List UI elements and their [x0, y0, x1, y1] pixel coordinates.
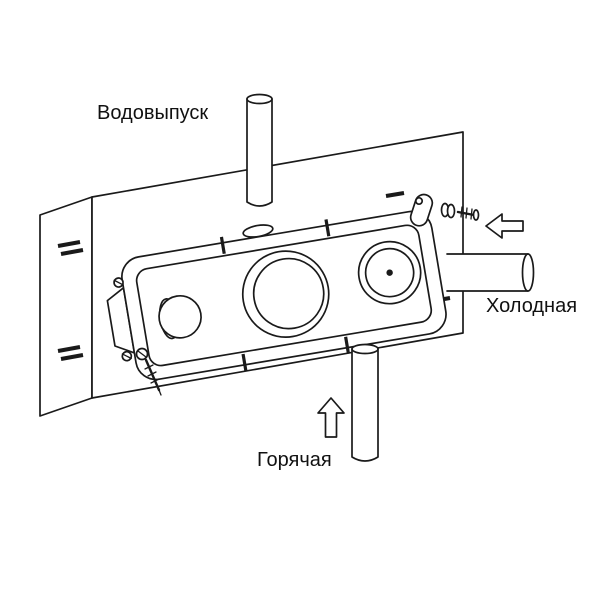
cap-screw-slot: [121, 353, 132, 360]
cold-pipe-cap: [521, 253, 535, 292]
cap-screw-slot: [113, 279, 124, 286]
valve-body: [106, 210, 447, 381]
mounting-bracket: [409, 193, 480, 227]
bracket-pivot: [414, 196, 424, 206]
body-inner-rim: [135, 224, 433, 367]
body-clip: [344, 336, 351, 354]
body-clip: [219, 236, 226, 254]
fixing-screw-icon: [135, 347, 162, 396]
screw-tip: [158, 389, 162, 396]
hot-pipe-cap: [351, 343, 379, 355]
plate-slot: [57, 240, 81, 248]
screw-head-slot: [137, 350, 147, 358]
cold-pipe-fill: [447, 254, 528, 291]
screw-head: [472, 209, 480, 221]
outlet-pipe: [246, 93, 273, 207]
screw-icon: [456, 206, 480, 221]
screw-shaft: [144, 358, 161, 392]
center-knob: [241, 250, 330, 338]
body-clip: [241, 353, 248, 372]
hot-pipe-body: [351, 348, 379, 462]
right-knob-center-dot: [386, 269, 393, 276]
label-outlet: Водовыпуск: [97, 102, 208, 124]
screw-thread: [147, 371, 157, 377]
washer-icon: [446, 203, 456, 219]
up-arrow-icon: [317, 397, 345, 438]
label-cold: Холодная: [486, 295, 577, 317]
cold-pipe: [446, 253, 535, 292]
screw-thread: [465, 207, 468, 219]
screw-thread: [460, 206, 463, 218]
label-hot: Горячая: [257, 449, 332, 471]
screw-thread: [470, 208, 473, 220]
plate-slot: [60, 353, 84, 361]
left-knob: [158, 295, 202, 339]
hot-pipe: [351, 343, 379, 462]
outlet-pipe-body: [246, 98, 273, 207]
plate-side-face: [39, 196, 93, 417]
screw-thread: [144, 364, 154, 370]
plate-slot: [385, 191, 405, 198]
right-knob-inner: [364, 247, 415, 298]
screw-thread: [150, 378, 160, 384]
plate-slot: [60, 248, 84, 256]
outlet-pipe-cap: [246, 93, 273, 105]
plate-slot: [57, 345, 81, 353]
center-knob-inner: [252, 257, 325, 330]
body-clip: [324, 219, 331, 237]
left-arrow-icon: [485, 213, 524, 239]
